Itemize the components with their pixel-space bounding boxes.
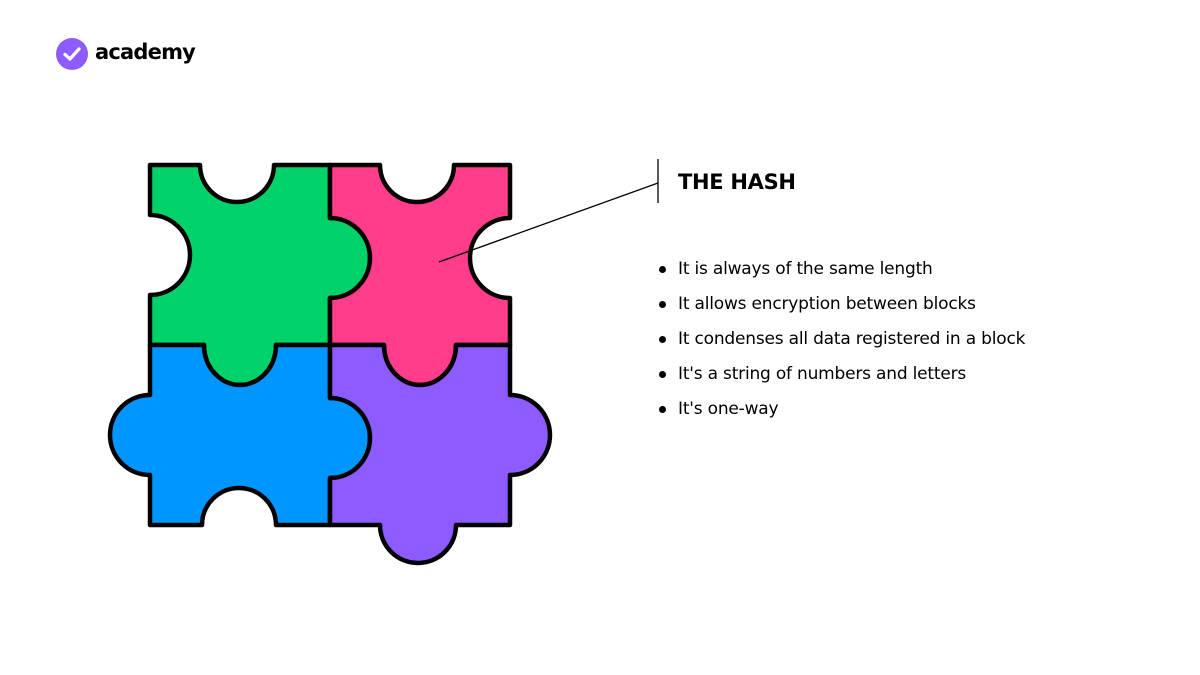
bullet-icon [659,266,666,273]
academy-logo-icon [56,38,88,70]
hash-properties-list: It is always of the same length It allow… [658,255,1025,430]
list-item-text: It is always of the same length [678,259,933,279]
list-item-text: It's a string of numbers and letters [678,364,967,384]
list-item-text: It allows encryption between blocks [678,294,976,314]
list-item: It's a string of numbers and letters [658,360,1025,395]
list-item-text: It condenses all data registered in a bl… [678,329,1026,349]
list-item: It condenses all data registered in a bl… [658,325,1025,360]
bullet-icon [659,301,666,308]
list-item: It allows encryption between blocks [658,290,1025,325]
brand-logo: academy [56,38,196,70]
list-item: It is always of the same length [658,255,1025,290]
bullet-icon [659,336,666,343]
puzzle-piece-bottom-right [327,342,553,566]
bullet-icon [659,371,666,378]
list-item: It's one-way [658,395,1025,430]
bullet-icon [659,406,666,413]
brand-name: academy [95,39,196,64]
section-heading: THE HASH [678,170,796,194]
logo-circle [56,38,88,70]
pointer-line [438,182,659,263]
logo-check [63,47,81,61]
list-item-text: It's one-way [678,399,779,419]
puzzle-pieces [107,162,553,566]
